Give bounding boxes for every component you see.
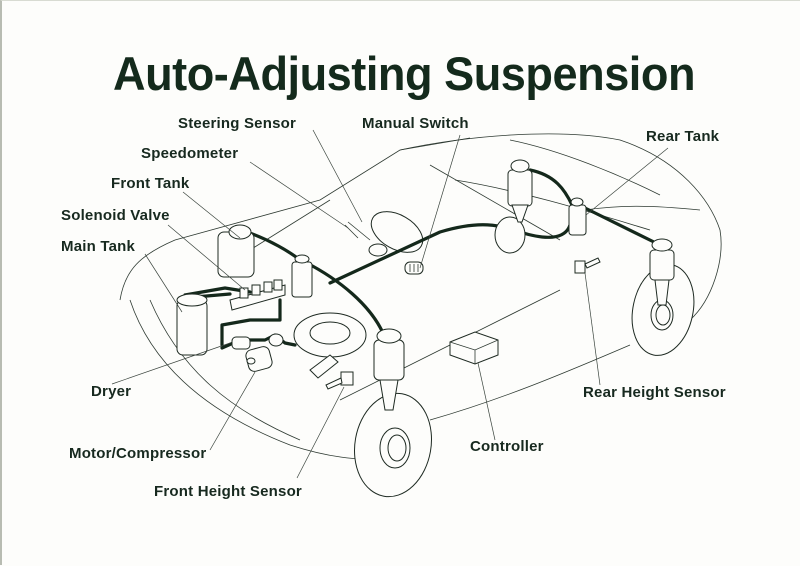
label-solenoid-valve: Solenoid Valve: [61, 207, 170, 224]
steering-wheel: [344, 211, 424, 257]
air-line-rear-left: [528, 168, 574, 207]
diagram-title: Auto-Adjusting Suspension: [113, 47, 696, 100]
solenoid-valve-component: [229, 279, 286, 311]
manual-switch-component: [404, 261, 424, 275]
air-intake: [293, 312, 367, 379]
air-line-front-left: [245, 230, 302, 262]
rear-height-sensor-component: [574, 257, 601, 274]
main-tank-upper-component: [217, 224, 255, 278]
label-rear-height-sensor: Rear Height Sensor: [583, 384, 726, 401]
motor-compressor-component: [245, 346, 273, 372]
label-steering-sensor: Steering Sensor: [178, 115, 297, 132]
main-tank-component: [176, 293, 208, 356]
label-front-height-sensor: Front Height Sensor: [154, 483, 302, 500]
air-line-main: [328, 206, 577, 285]
rear-tank-component: [568, 197, 587, 236]
label-main-tank: Main Tank: [61, 238, 136, 255]
label-front-tank: Front Tank: [111, 175, 190, 192]
rear-right-wheel: [631, 238, 695, 356]
front-tank-component: [291, 254, 313, 298]
rear-left-strut: [494, 159, 533, 254]
label-manual-switch: Manual Switch: [362, 115, 469, 132]
front-height-sensor-component: [325, 371, 354, 390]
dryer-component: [231, 333, 284, 350]
controller-component: [449, 331, 499, 365]
air-line-front-right: [303, 260, 385, 335]
label-speedometer: Speedometer: [141, 145, 239, 162]
label-dryer: Dryer: [91, 383, 132, 400]
leader-lines: [111, 129, 669, 479]
label-motor-compressor: Motor/Compressor: [69, 445, 207, 462]
front-right-wheel: [354, 328, 432, 498]
air-line-rear-right: [583, 206, 662, 247]
label-rear-tank: Rear Tank: [646, 128, 720, 145]
label-controller: Controller: [470, 438, 544, 455]
